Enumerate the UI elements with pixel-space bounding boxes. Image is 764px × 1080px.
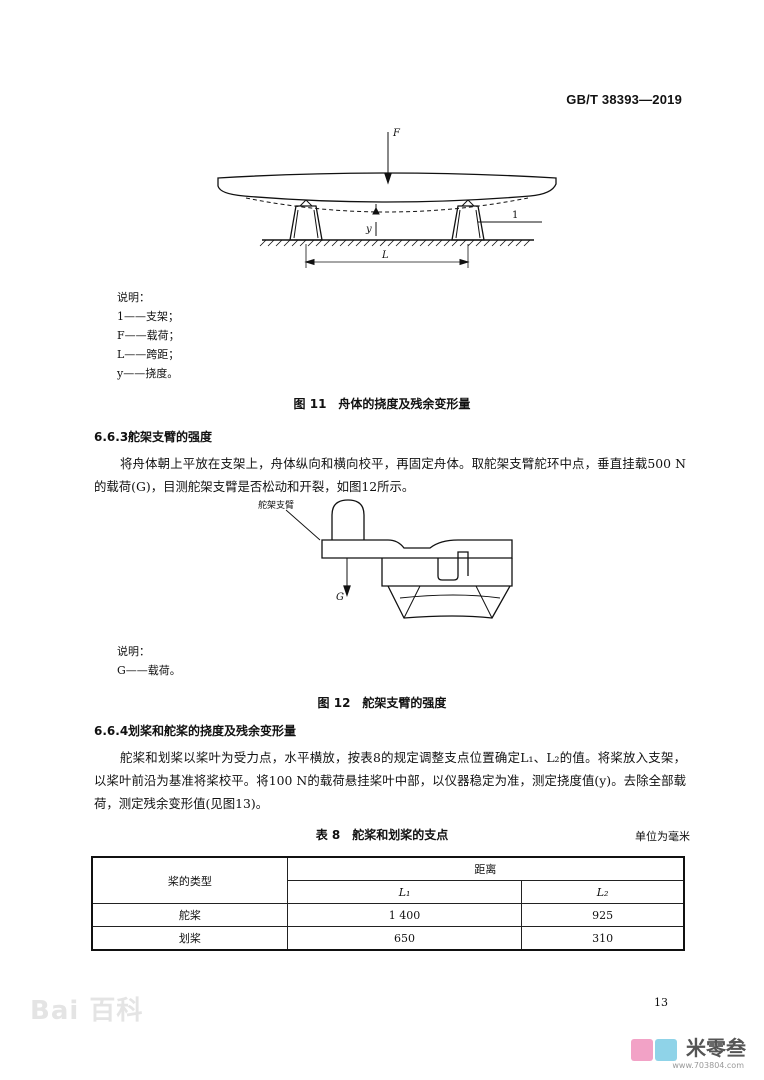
paragraph-text: 将舟体朝上平放在支架上，舟体纵向和横向校平，再固定舟体。取舵架支臂舵环中点，垂直… bbox=[94, 456, 686, 494]
table-header-l2: L₂ bbox=[521, 880, 685, 904]
load-g-label: G bbox=[336, 592, 344, 603]
table-header-type: 桨的类型 bbox=[91, 856, 288, 904]
legend-item: L——跨距； bbox=[117, 348, 180, 361]
legend-title: 说明： bbox=[117, 645, 150, 658]
legend-item: y——挠度。 bbox=[117, 367, 179, 380]
section-664-paragraph: 舵桨和划桨以桨叶为受力点，水平横放，按表8的规定调整支点位置确定L₁、L₂的值。… bbox=[94, 746, 686, 815]
section-number: 6.6.3 bbox=[94, 430, 129, 444]
section-663-paragraph: 将舟体朝上平放在支架上，舟体纵向和横向校平，再固定舟体。取舵架支臂舵环中点，垂直… bbox=[94, 452, 686, 498]
legend-item: 1——支架； bbox=[117, 310, 179, 323]
site-logo-icon bbox=[631, 1038, 654, 1061]
figure-11-caption: 图 11 舟体的挠度及残余变形量 bbox=[293, 397, 471, 411]
section-number: 6.6.4 bbox=[94, 724, 129, 738]
figure-11-legend: 说明： 1——支架； F——载荷； L——跨距； y——挠度。 bbox=[117, 288, 180, 383]
legend-item: F——载荷； bbox=[117, 329, 180, 342]
table-cell: 925 bbox=[521, 903, 685, 927]
table-cell: 1 400 bbox=[286, 903, 523, 927]
legend-item: G——载荷。 bbox=[117, 664, 181, 677]
rudder-arm-label: 舵架支臂 bbox=[258, 499, 294, 511]
paragraph-text: 舵桨和划桨以桨叶为受力点，水平横放，按表8的规定调整支点位置确定L₁、L₂的值。… bbox=[94, 750, 686, 811]
section-title: 舵架支臂的强度 bbox=[128, 430, 213, 444]
figure-12-diagram bbox=[285, 499, 513, 619]
table-cell: 划桨 bbox=[91, 926, 288, 951]
table-cell: 舵桨 bbox=[91, 903, 288, 927]
baidu-watermark: Bai 百科 bbox=[30, 996, 144, 1026]
standard-number: GB/T 38393—2019 bbox=[566, 92, 682, 107]
table-row: 舵桨 1 400 925 bbox=[91, 903, 685, 927]
table-header-distance: 距离 bbox=[286, 856, 685, 881]
site-watermark: 米零叁 bbox=[631, 1032, 746, 1061]
section-heading-664: 6.6.4划桨和舵桨的挠度及残余变形量 bbox=[94, 722, 296, 739]
table-cell: 310 bbox=[521, 926, 685, 951]
table-8-caption: 表 8 舵桨和划桨的支点 bbox=[315, 828, 449, 842]
part1-label: 1 bbox=[512, 210, 518, 221]
table-unit-note: 单位为毫米 bbox=[635, 830, 690, 843]
figure-11-diagram bbox=[217, 132, 557, 268]
span-label: L bbox=[381, 250, 389, 261]
section-heading-663: 6.6.3舵架支臂的强度 bbox=[94, 428, 212, 445]
force-label: F bbox=[392, 128, 401, 139]
table-header-l1: L₁ bbox=[286, 880, 523, 904]
table-cell: 650 bbox=[286, 926, 523, 951]
site-logo-icon bbox=[655, 1038, 678, 1061]
site-url-watermark: www.703804.com bbox=[672, 1061, 744, 1070]
section-title: 划桨和舵桨的挠度及残余变形量 bbox=[128, 724, 297, 738]
figures-drawing: F y L 1 舵架支臂 G bbox=[217, 128, 557, 619]
deflection-label: y bbox=[365, 224, 372, 235]
figure-12-caption: 图 12 舵架支臂的强度 bbox=[317, 696, 447, 710]
page-number: 13 bbox=[654, 996, 668, 1009]
figure-12-legend: 说明： G——载荷。 bbox=[117, 642, 181, 680]
site-watermark-text: 米零叁 bbox=[686, 1036, 746, 1060]
legend-title: 说明： bbox=[117, 291, 150, 304]
table-row: 划桨 650 310 bbox=[91, 926, 685, 951]
table-8: 桨的类型 距离 L₁ L₂ 舵桨 1 400 925 划桨 650 310 bbox=[91, 856, 685, 951]
